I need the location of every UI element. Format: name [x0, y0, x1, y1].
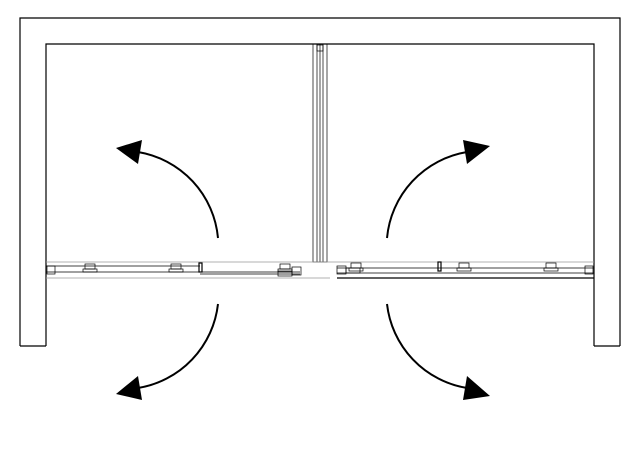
hinge	[82, 263, 98, 273]
swing-arrow-left-inward	[116, 140, 219, 239]
hinge	[348, 262, 364, 272]
swing-arrow-left-outward	[116, 303, 219, 400]
hinge	[456, 262, 472, 272]
swing-arrow-right-outward	[386, 303, 490, 400]
left-door-panel	[46, 261, 330, 279]
handle	[198, 262, 203, 273]
latch-profile	[291, 266, 302, 276]
right-door-panel	[330, 261, 594, 279]
right-wall-profile	[584, 265, 594, 275]
hinge	[168, 263, 184, 273]
wall-outline-outer	[19, 17, 621, 346]
latch-profile	[345, 267, 361, 274]
handle	[437, 261, 442, 272]
left-wall-profile	[46, 265, 56, 275]
hinge	[543, 262, 559, 272]
swing-arrow-right-inward	[386, 140, 490, 239]
center-partition	[312, 43, 328, 263]
